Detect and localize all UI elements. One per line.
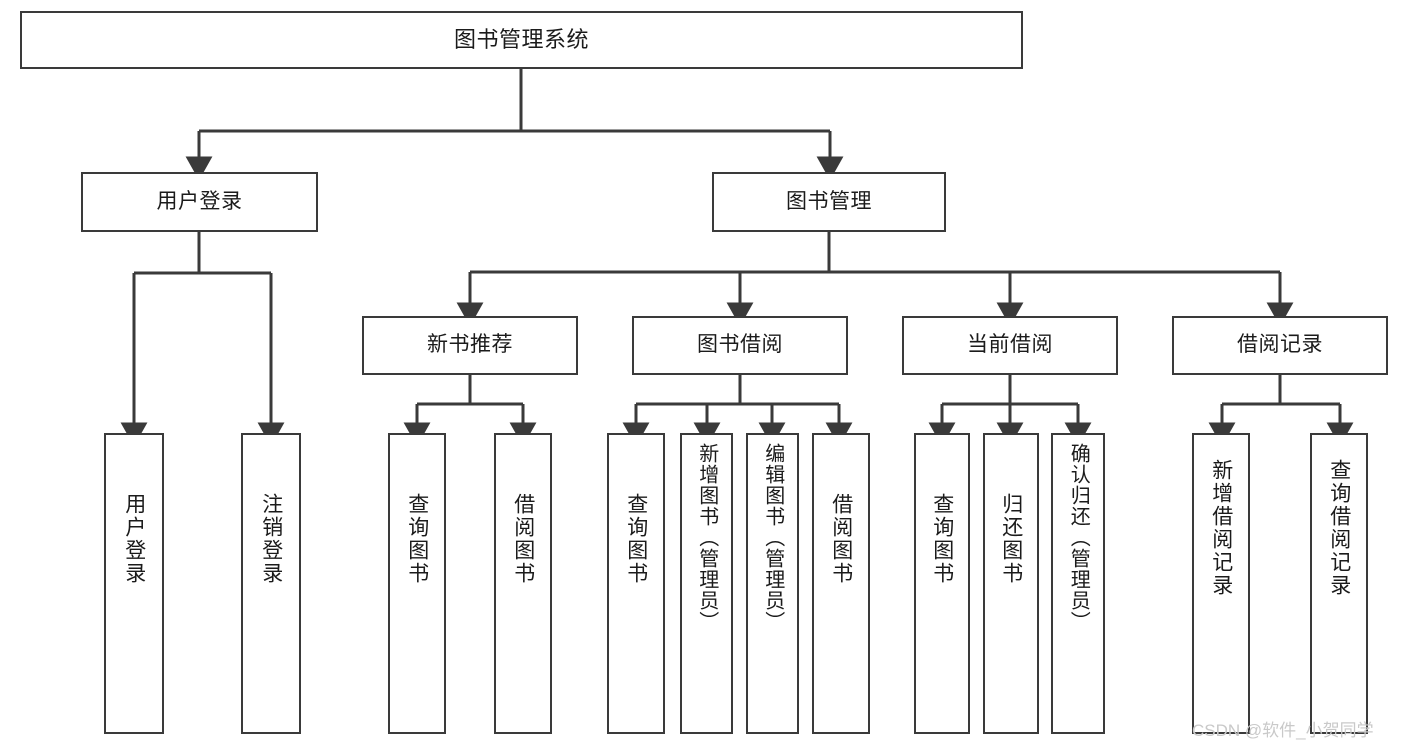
leaf-user-login[interactable]: 用户登录 [104, 433, 164, 734]
node-label: 图书管理 [786, 189, 872, 213]
leaf-confirm-return-admin[interactable]: 确认归还（管理员） [1051, 433, 1105, 734]
node-label: 图书管理系统 [453, 27, 589, 53]
node-label: 查询借阅记录 [1327, 459, 1351, 597]
leaf-return-book[interactable]: 归还图书 [983, 433, 1039, 734]
node-book-borrowing[interactable]: 图书借阅 [632, 316, 848, 375]
node-current-borrowing[interactable]: 当前借阅 [902, 316, 1118, 375]
node-label: 当前借阅 [967, 333, 1053, 357]
node-label: 新书推荐 [427, 333, 513, 357]
leaf-query-book-3[interactable]: 查询图书 [914, 433, 970, 734]
node-book-management[interactable]: 图书管理 [712, 172, 946, 232]
node-label: 编辑图书（管理员） [761, 443, 784, 632]
csdn-watermark: CSDN @软件_小贺同学 [1192, 721, 1374, 740]
node-label: 用户登录 [156, 189, 243, 213]
node-label: 新增图书（管理员） [695, 443, 718, 632]
node-borrowing-record[interactable]: 借阅记录 [1172, 316, 1388, 375]
node-label: 查询图书 [405, 493, 429, 585]
leaf-query-book-1[interactable]: 查询图书 [388, 433, 446, 734]
node-new-book-recommendation[interactable]: 新书推荐 [362, 316, 578, 375]
node-label: 确认归还（管理员） [1067, 443, 1090, 632]
node-label: 借阅记录 [1237, 333, 1323, 357]
leaf-query-borrow-record[interactable]: 查询借阅记录 [1310, 433, 1368, 734]
node-label: 用户登录 [122, 493, 146, 585]
node-label: 借阅图书 [511, 493, 535, 585]
leaf-borrow-book-2[interactable]: 借阅图书 [812, 433, 870, 734]
leaf-borrow-book-1[interactable]: 借阅图书 [494, 433, 552, 734]
leaf-query-book-2[interactable]: 查询图书 [607, 433, 665, 734]
node-label: 查询图书 [624, 493, 648, 585]
leaf-edit-book-admin[interactable]: 编辑图书（管理员） [746, 433, 799, 734]
leaf-add-borrow-record[interactable]: 新增借阅记录 [1192, 433, 1250, 734]
node-label: 图书借阅 [697, 333, 783, 357]
node-user-login[interactable]: 用户登录 [81, 172, 318, 232]
node-label: 新增借阅记录 [1209, 459, 1233, 597]
node-label: 借阅图书 [829, 493, 853, 585]
node-label: 查询图书 [930, 493, 954, 585]
node-label: 注销登录 [259, 493, 283, 585]
leaf-user-logout[interactable]: 注销登录 [241, 433, 301, 734]
node-root-book-management-system[interactable]: 图书管理系统 [20, 11, 1023, 69]
node-label: 归还图书 [999, 493, 1023, 585]
leaf-add-book-admin[interactable]: 新增图书（管理员） [680, 433, 733, 734]
